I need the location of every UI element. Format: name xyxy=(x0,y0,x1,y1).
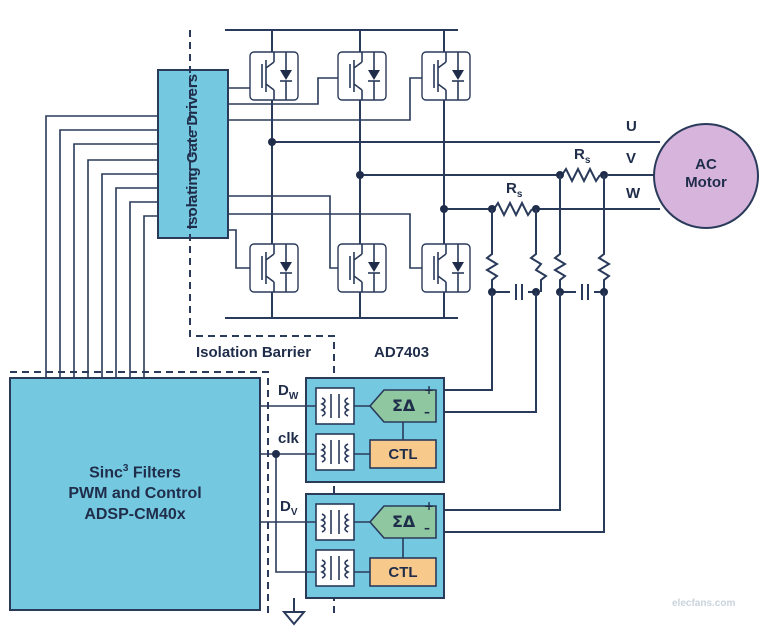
sd-minus-w: – xyxy=(424,405,430,419)
ground-symbol xyxy=(281,598,307,626)
dw-label-sub: W xyxy=(288,391,299,402)
watermark: elecfans.com xyxy=(672,598,736,609)
gate-driver-label: Isolating Gate Drivers xyxy=(158,70,228,238)
isolation-transformers xyxy=(315,387,355,587)
dsp-label-line3: ADSP-CM40x xyxy=(84,506,186,524)
dsp-label-line1: Sinc3 Filters xyxy=(10,458,260,483)
isolation-barrier-lower xyxy=(10,371,269,616)
ad7403-label: AD7403 xyxy=(374,344,430,361)
shunt-resistor-v xyxy=(561,166,601,184)
isolation-barrier-label: Isolation Barrier xyxy=(196,344,312,361)
dsp-sinc: Sinc xyxy=(89,464,123,482)
dw-label: DW xyxy=(278,382,298,402)
rs-label-w-sub: s xyxy=(516,189,523,200)
phase-v-label: V xyxy=(626,150,637,167)
sigma-delta-label-w: ΣΔ xyxy=(392,396,416,415)
pwm-control-wires xyxy=(45,115,158,378)
sd-minus-v: – xyxy=(424,521,430,535)
rc-filter-v xyxy=(436,175,611,533)
gate-lines-bottom xyxy=(228,195,422,269)
rc-filter-w xyxy=(436,209,548,413)
igbt-top-2 xyxy=(337,51,387,101)
ctl-label-v: CTL xyxy=(388,564,418,581)
gate-lines-top xyxy=(228,77,422,121)
phase-w-label: W xyxy=(626,185,641,202)
igbt-bottom-2 xyxy=(337,243,387,293)
gate-driver-block xyxy=(157,69,229,239)
inverter-bridge xyxy=(225,29,471,319)
motor-label-line2: Motor xyxy=(685,174,727,191)
motor-label: AC Motor xyxy=(654,156,758,192)
ctl-label-w: CTL xyxy=(388,446,418,463)
dsp-block xyxy=(9,377,261,611)
dsp-label-line2: PWM and Control xyxy=(68,485,202,503)
dsp-sinc-sup: 3 xyxy=(122,463,129,474)
dw-label-main: D xyxy=(278,382,289,399)
igbt-bottom-1 xyxy=(249,243,299,293)
dv-label: DV xyxy=(280,498,298,518)
sigma-delta-label-v: ΣΔ xyxy=(392,512,416,531)
clk-label: clk xyxy=(278,430,299,447)
ac-motor xyxy=(653,123,759,229)
sd-plus-v: + xyxy=(424,499,435,513)
sd-plus-w: + xyxy=(424,383,435,397)
igbt-top-3 xyxy=(421,51,471,101)
dv-label-sub: V xyxy=(290,507,298,518)
phase-u-label: U xyxy=(626,118,637,135)
dsp-filters: Filters xyxy=(128,464,181,482)
igbt-bottom-3 xyxy=(421,243,471,293)
dv-label-main: D xyxy=(280,498,291,515)
rs-label-v-sub: s xyxy=(584,155,591,166)
rs-label-w: Rs xyxy=(506,180,522,200)
igbt-top-1 xyxy=(249,51,299,101)
phase-lines xyxy=(268,138,660,213)
dsp-label: Sinc3 Filters PWM and Control ADSP-CM40x xyxy=(10,458,260,525)
rs-label-v-main: R xyxy=(574,146,585,163)
rs-label-w-main: R xyxy=(506,180,517,197)
rs-label-v: Rs xyxy=(574,146,590,166)
clk-branch xyxy=(275,454,316,573)
sigma-delta-v xyxy=(368,505,437,539)
shunt-resistor-w xyxy=(493,200,533,218)
gate-driver-text: Isolating Gate Drivers xyxy=(184,73,201,229)
sigma-delta-w xyxy=(368,389,437,423)
motor-label-line1: AC xyxy=(695,156,717,173)
